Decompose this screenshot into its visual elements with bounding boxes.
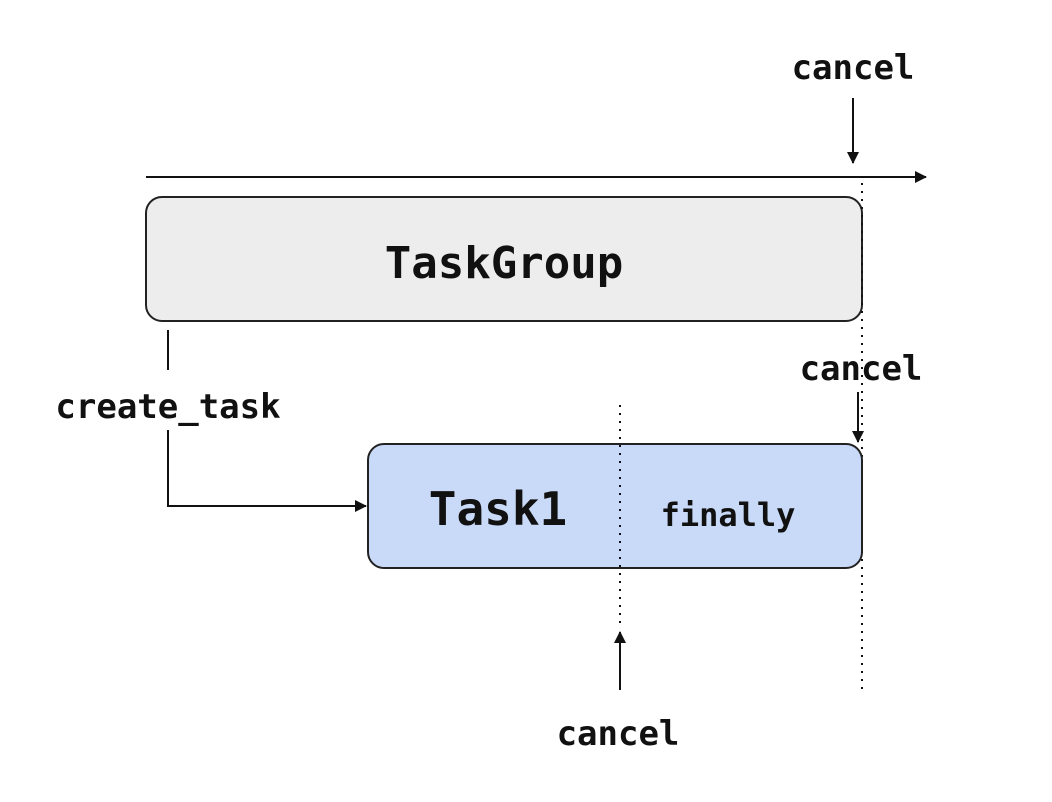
cancel-top-label: cancel: [792, 48, 915, 88]
create-task-connector-arrow: [167, 430, 367, 512]
taskgroup-label: TaskGroup: [385, 238, 623, 289]
taskgroup-box: [145, 196, 863, 322]
create-task-label: create_task: [55, 387, 280, 427]
task1-box: [367, 443, 863, 569]
task1-label: Task1: [429, 482, 567, 536]
task1-finally-label: finally: [661, 496, 796, 534]
cancel-middle-label: cancel: [800, 349, 923, 389]
cancel-bottom-label: cancel: [557, 714, 680, 754]
